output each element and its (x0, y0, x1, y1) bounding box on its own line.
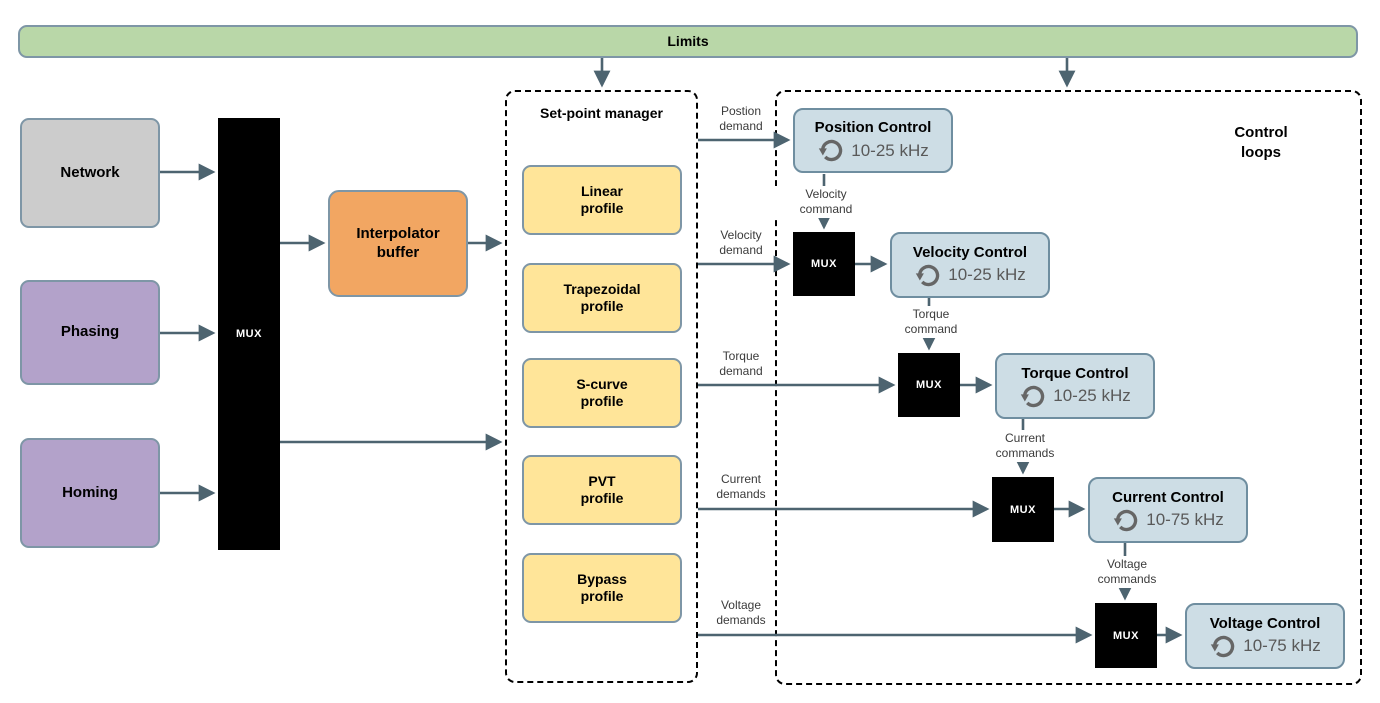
s-curve-profile-label: S-curve profile (576, 375, 628, 410)
network-block: Network (20, 118, 160, 228)
s-curve-profile-block: S-curve profile (522, 358, 682, 428)
position-control-label: Position Control (814, 119, 932, 136)
pvt-profile-label: PVT profile (580, 472, 624, 507)
phasing-label: Phasing (60, 323, 120, 341)
velocity-mux-block: MUX (793, 232, 855, 296)
loop-icon (1112, 507, 1139, 534)
control-loops-title: Control loops (1234, 124, 1288, 162)
velocity-control-block: Velocity Control 10-25 kHz (890, 232, 1050, 298)
voltage-mux-label: MUX (1113, 629, 1139, 642)
trapezoidal-profile-label: Trapezoidal profile (563, 280, 641, 315)
torque-mux-label: MUX (916, 379, 942, 391)
position-demand-label: Postion demand (719, 104, 763, 133)
position-control-rate: 10-25 kHz (851, 140, 929, 160)
torque-control-label: Torque Control (1021, 364, 1129, 382)
voltage-demands-label: Voltage demands (716, 598, 766, 627)
loop-icon (914, 262, 941, 289)
voltage-control-rate: 10-75 kHz (1243, 636, 1321, 655)
loop-icon (1209, 633, 1236, 660)
control-loops-container (775, 90, 1362, 685)
setpoint-manager-container: Set-point manager (505, 90, 698, 683)
bypass-profile-label: Bypass profile (577, 570, 627, 605)
torque-control-rate: 10-25 kHz (1053, 386, 1131, 405)
homing-block: Homing (20, 438, 160, 548)
loop-icon (817, 137, 844, 164)
torque-control-block: Torque Control 10-25 kHz (995, 353, 1155, 419)
position-control-block: Position Control 10-25 kHz (793, 108, 953, 173)
torque-command-label: Torque command (879, 306, 983, 338)
current-mux-label: MUX (1010, 503, 1036, 516)
current-commands-label: Current commands (971, 430, 1079, 462)
linear-profile-label: Linear profile (580, 182, 624, 217)
homing-label: Homing (62, 483, 118, 501)
velocity-control-rate: 10-25 kHz (948, 265, 1026, 284)
current-demands-label: Current demands (716, 472, 766, 501)
trapezoidal-profile-block: Trapezoidal profile (522, 263, 682, 333)
velocity-mux-label: MUX (811, 258, 837, 270)
interpolator-buffer-block: Interpolator buffer (328, 190, 468, 297)
bypass-profile-block: Bypass profile (522, 553, 682, 623)
velocity-control-label: Velocity Control (912, 243, 1028, 261)
main-mux-block: MUX (218, 118, 280, 550)
loop-icon (1019, 383, 1046, 410)
phasing-block: Phasing (20, 280, 160, 385)
current-mux-block: MUX (992, 477, 1054, 542)
voltage-control-block: Voltage Control 10-75 kHz (1185, 603, 1345, 669)
velocity-command-label: Velocity command (774, 186, 878, 218)
network-label: Network (60, 163, 120, 181)
current-control-block: Current Control 10-75 kHz (1088, 477, 1248, 543)
voltage-control-label: Voltage Control (1209, 614, 1321, 632)
torque-mux-block: MUX (898, 353, 960, 417)
voltage-mux-block: MUX (1095, 603, 1157, 668)
current-control-label: Current Control (1112, 488, 1224, 506)
pvt-profile-block: PVT profile (522, 455, 682, 525)
velocity-demand-label: Velocity demand (719, 228, 763, 257)
linear-profile-block: Linear profile (522, 165, 682, 235)
main-mux-label: MUX (236, 328, 262, 340)
torque-demand-label: Torque demand (719, 349, 763, 378)
limits-label: Limits (667, 32, 709, 49)
voltage-commands-label: Voltage commands (1073, 556, 1181, 588)
setpoint-manager-title: Set-point manager (540, 105, 663, 121)
limits-block: Limits (18, 25, 1358, 58)
current-control-rate: 10-75 kHz (1146, 510, 1224, 529)
interpolator-buffer-label: Interpolator buffer (356, 224, 440, 261)
